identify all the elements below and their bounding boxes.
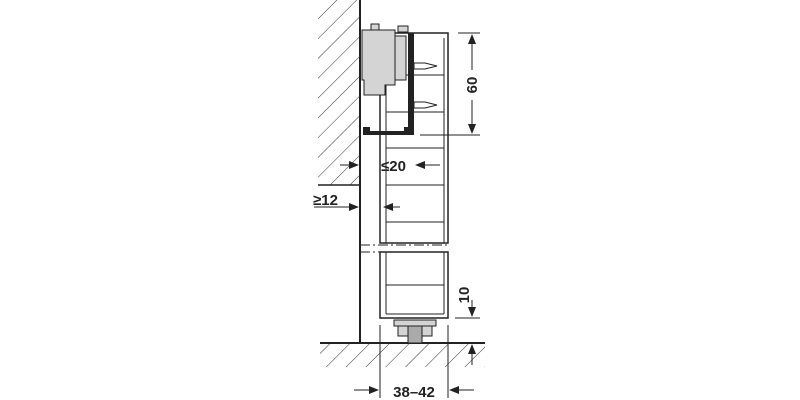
dimension-gap: ≤20 <box>340 158 440 175</box>
floor <box>320 342 485 367</box>
track-profile <box>363 33 414 135</box>
dimension-wall: ≥12 <box>313 192 400 211</box>
wall <box>318 0 361 343</box>
screws <box>413 62 438 109</box>
dimension-10-label: 10 <box>456 287 473 304</box>
dimension-60-label: 60 <box>464 77 481 94</box>
dimension-60: 60 <box>420 32 481 136</box>
dimension-gap-label: ≤20 <box>381 158 406 175</box>
door-panel <box>360 32 450 319</box>
dimension-wall-label: ≥12 <box>313 192 338 209</box>
dimension-thickness-label: 38–42 <box>393 384 435 400</box>
floor-guide <box>393 319 437 344</box>
dimension-thickness: 38–42 <box>354 325 474 400</box>
carriage <box>361 23 409 96</box>
dimension-10: 10 <box>455 287 480 365</box>
